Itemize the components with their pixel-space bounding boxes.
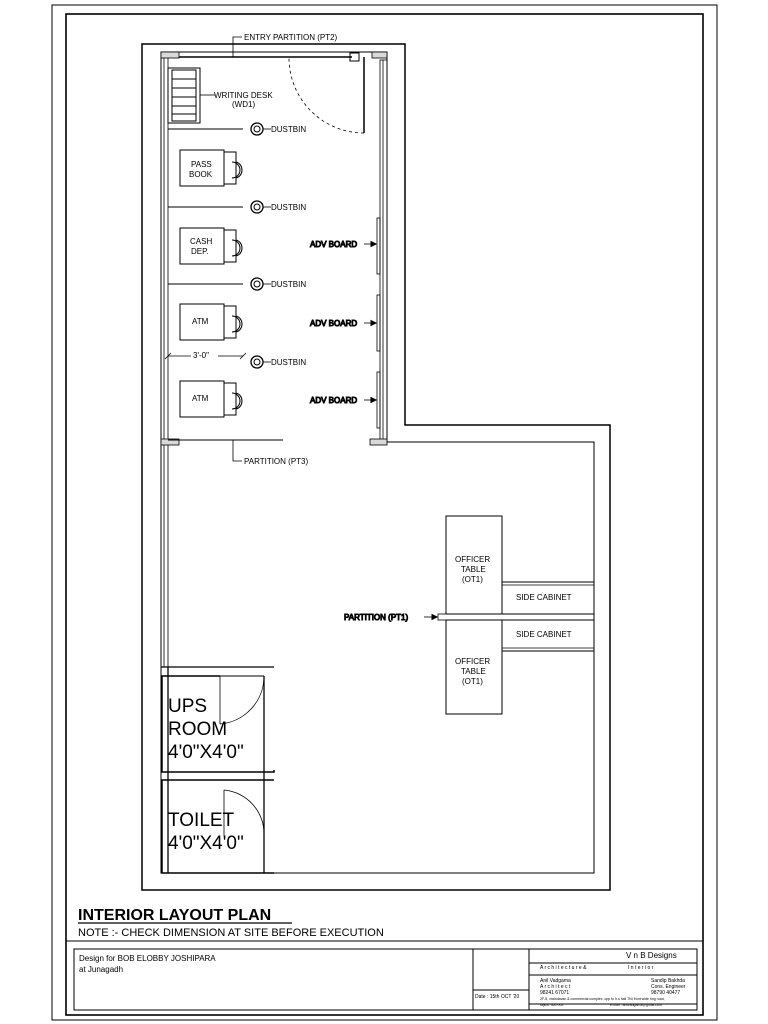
person2-phone: 98790 40477 <box>651 990 680 996</box>
person2-name: Sandip Bakhda <box>651 978 685 984</box>
adv-board-label: ADV BOARD <box>310 240 357 249</box>
entry-partition-callout: ENTRY PARTITION (PT2) <box>232 33 338 57</box>
drawing-date: Date : 15th OCT '20 <box>475 994 519 1000</box>
atm-machine-2 <box>179 380 243 418</box>
firm-address-line2: rajkot- 360 005 <box>540 1003 563 1007</box>
title-block <box>66 940 703 1011</box>
toilet-size: 4'0"X4'0" <box>168 833 244 854</box>
adv-board-1: ADV BOARD <box>310 217 381 275</box>
drawing-title: INTERIOR LAYOUT PLAN <box>78 907 271 924</box>
sheet-border <box>51 4 718 1021</box>
partition-pt3-callout: PARTITION (PT3) <box>232 440 308 466</box>
dustbin-label: DUSTBIN <box>271 358 306 367</box>
writing-desk <box>167 67 201 124</box>
partition-pt1: PARTITION (PT1) <box>344 613 595 623</box>
dustbin-label: DUSTBIN <box>271 125 306 134</box>
building-walls <box>141 43 611 891</box>
officer-table-label-line3: (OT1) <box>462 677 483 686</box>
cash-dep-label-line1: CASH <box>190 237 212 246</box>
dustbin-3: DUSTBIN <box>250 277 306 291</box>
firm-name: V n B Designs <box>626 951 677 960</box>
atm-label: ATM <box>192 394 209 403</box>
cash-dep-label-line2: DEP. <box>191 247 209 256</box>
toilet <box>161 779 274 874</box>
counter-separators <box>168 128 283 441</box>
person2-role: Cons. Engineer <box>651 984 686 990</box>
pass-book-label-line1: PASS <box>191 160 212 169</box>
adv-board-label: ADV BOARD <box>310 319 357 328</box>
cash-deposit-machine <box>179 227 243 265</box>
side-cabinet-label: SIDE CABINET <box>516 593 572 602</box>
drawing-note: NOTE :- CHECK DIMENSION AT SITE BEFORE E… <box>78 927 384 939</box>
atm-machine-1 <box>179 303 243 341</box>
ups-room-label-line1: UPS <box>168 696 207 717</box>
side-cabinet-label: SIDE CABINET <box>516 630 572 639</box>
dimension-3ft-label: 3'-0" <box>193 351 209 360</box>
firm-subtitle-right: I n t e r i o r <box>628 965 654 971</box>
dustbin-1: DUSTBIN <box>250 122 306 136</box>
drawing-border <box>65 13 704 1016</box>
person1-role: A r c h i t e c t <box>540 984 571 990</box>
writing-desk-label: WRITING DESK <box>214 91 273 100</box>
firm-subtitle-left: A r c h i t e c t u r e & <box>540 965 587 971</box>
ups-room-size: 4'0"X4'0" <box>168 742 244 763</box>
officer-table-label-line1: OFFICER <box>455 555 490 564</box>
officer-table-label-line1: OFFICER <box>455 657 490 666</box>
pass-book-machine <box>179 149 243 187</box>
adv-board-3: ADV BOARD <box>310 371 381 429</box>
toilet-label-line1: TOILET <box>168 810 235 831</box>
entry-door <box>179 52 365 134</box>
dustbin-4: DUSTBIN <box>250 355 306 369</box>
design-for: Design for BOB ELOBBY JOSHIPARA <box>79 954 216 963</box>
pass-book-label-line2: BOOK <box>189 170 213 179</box>
partition-pt1-label: PARTITION (PT1) <box>344 613 408 622</box>
officer-table-label-line2: TABLE <box>461 667 486 676</box>
officer-table-label-line2: TABLE <box>461 565 486 574</box>
officer-table-label-line3: (OT1) <box>462 575 483 584</box>
dustbin-label: DUSTBIN <box>271 280 306 289</box>
lower-left-partition <box>161 666 274 873</box>
adv-board-2: ADV BOARD <box>310 294 381 352</box>
partition-pt3-label: PARTITION (PT3) <box>244 457 308 466</box>
adv-board-label: ADV BOARD <box>310 396 357 405</box>
design-location: at Junagadh <box>79 965 123 974</box>
firm-email: e-mail : anilvadgama@gmail.com <box>610 1003 662 1007</box>
person1-phone: 98241 67071 <box>540 990 569 996</box>
entry-partition-label: ENTRY PARTITION (PT2) <box>244 33 338 42</box>
dustbin-2: DUSTBIN <box>250 200 306 214</box>
dustbin-label: DUSTBIN <box>271 203 306 212</box>
firm-address-line1: 2F-5, vraindavan & commercial complex, o… <box>540 997 665 1001</box>
writing-desk-code: (WD1) <box>232 100 255 109</box>
atm-label: ATM <box>192 317 209 326</box>
person1-name: Anil Vadgama <box>540 978 571 984</box>
ups-room-label-line2: ROOM <box>168 719 227 740</box>
